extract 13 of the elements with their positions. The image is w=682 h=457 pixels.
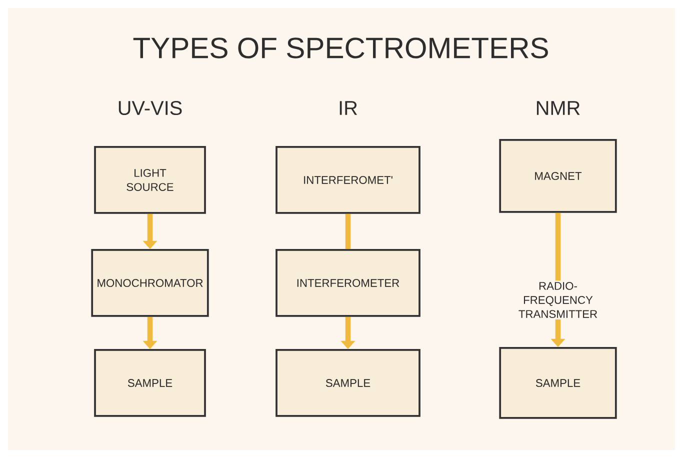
column-heading: NMR [536,101,580,115]
title: TYPES OF SPECTROMETERS [133,38,548,58]
process-box: INTERFEROMET' [276,146,420,214]
process-box: INTERFEROMETER [276,249,420,317]
column-heading: UV-VIS [118,100,182,116]
step-label: RADIO-FREQUENCY TRANSMITTER [518,282,598,318]
process-box: LIGHT SOURCE [94,146,206,214]
process-box: MAGNET [499,139,617,213]
column-heading: IR [340,101,358,115]
process-box: MONOCHROMATOR [91,249,209,317]
process-box: SAMPLE [94,349,206,417]
process-box: SAMPLE [499,347,617,419]
process-box: SAMPLE [276,349,420,417]
